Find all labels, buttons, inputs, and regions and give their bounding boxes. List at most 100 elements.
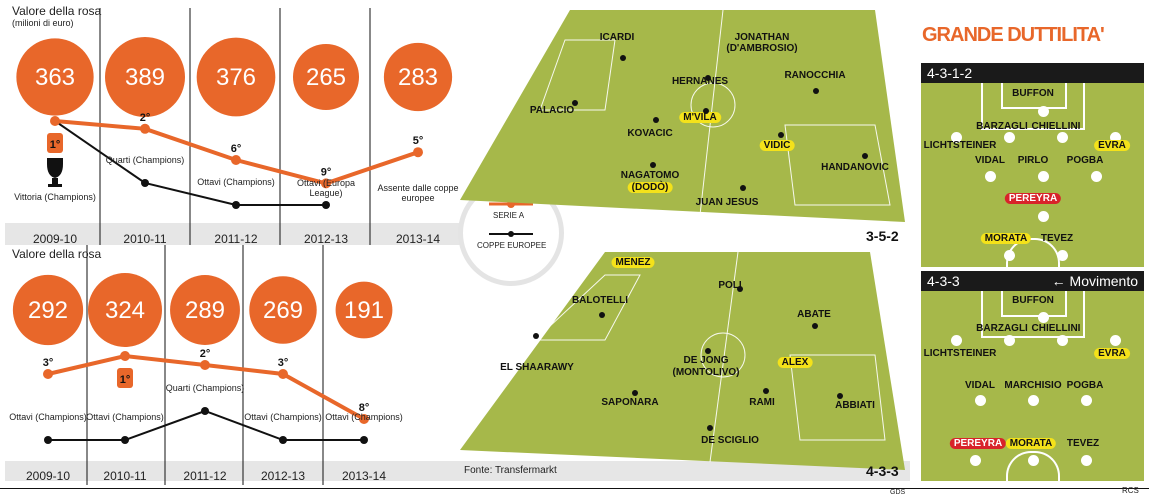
player-label: HANDANOVIC [821, 162, 889, 173]
formation-2: 4-3-3 [927, 273, 960, 289]
year-label: 2013-14 [341, 469, 387, 483]
cups-point [201, 407, 209, 415]
player-dot [813, 88, 819, 94]
serie-a-point [231, 155, 241, 165]
cup-result-label: Assente dalle coppe europee [377, 183, 459, 203]
position-label: 3° [278, 357, 289, 369]
formation-header-1: 4-3-1-2 [921, 63, 1144, 83]
serie-a-point [120, 351, 130, 361]
value-bubble [105, 37, 185, 117]
value-bubble [249, 276, 317, 344]
player-dot [1110, 335, 1121, 346]
year-label: 2010-11 [103, 469, 147, 483]
player-label: KOVACIC [627, 128, 673, 139]
player-label: BUFFON [1012, 295, 1054, 306]
value-bubble [292, 43, 360, 111]
cups-point [44, 436, 52, 444]
player-label: (D'AMBROSIO) [726, 43, 798, 54]
player-label: MENEZ [611, 257, 655, 268]
movement-legend: ← Movimento [1051, 273, 1138, 289]
player-label: SAPONARA [601, 397, 659, 408]
player-dot [778, 132, 784, 138]
year-label: 2012-13 [303, 232, 349, 246]
bubble-label: 283 [398, 64, 438, 91]
trophy-icon [47, 158, 63, 187]
player-dot [1028, 395, 1039, 406]
right-pitch-2 [921, 291, 1144, 481]
player-dot [1038, 171, 1049, 182]
player-label: LICHTSTEINER [923, 140, 997, 151]
year-band-top [5, 223, 460, 245]
position-label: 2° [140, 112, 151, 124]
player-label: JONATHAN [734, 32, 790, 43]
player-dot [620, 55, 626, 61]
player-label: MARCHISIO [1004, 380, 1062, 391]
player-dot [632, 390, 638, 396]
cup-result-label: Ottavi (Champions) [9, 412, 87, 422]
player-label: (MONTOLIVO) [672, 367, 740, 378]
chart-subtitle-top: (milioni di euro) [12, 18, 74, 28]
value-bubble [383, 42, 453, 112]
credit-gds: GDS [890, 489, 906, 496]
player-label: ALEX [777, 357, 813, 368]
player-dot [1038, 106, 1049, 117]
cup-result-label: Ottavi (Champions) [86, 412, 164, 422]
bubble-label: 191 [344, 297, 384, 324]
player-label: POLI [718, 280, 742, 291]
player-label: MORATA [980, 233, 1032, 244]
year-band-bottom [5, 461, 910, 481]
cups-point [322, 201, 330, 209]
player-dot [1004, 250, 1015, 261]
right-title: GRANDE DUTTILITA' [922, 24, 1105, 46]
player-dot [1057, 250, 1068, 261]
player-dot [1028, 455, 1039, 466]
player-dot [1110, 132, 1121, 143]
legend-cups: COPPE EUROPEE [477, 241, 547, 250]
bubble-label: 289 [185, 297, 225, 324]
player-label: VIDAL [975, 155, 1005, 166]
player-dot [705, 348, 711, 354]
player-label: BALOTELLI [571, 295, 629, 306]
player-label: PALACIO [529, 105, 575, 116]
player-dot [970, 455, 981, 466]
position-label: 1° [120, 374, 131, 386]
bubble-label: 363 [35, 64, 75, 91]
player-label: JUAN JESUS [695, 197, 759, 208]
value-bubble [335, 281, 393, 339]
bubble-label: 269 [263, 297, 303, 324]
year-label: 2013-14 [395, 232, 441, 246]
year-label: 2010-11 [123, 232, 167, 246]
value-bubble [12, 274, 84, 346]
player-dot [1004, 132, 1015, 143]
player-label: TEVEZ [1040, 233, 1074, 244]
divider [0, 488, 1149, 489]
chart-title-top: Valore della rosa [12, 4, 102, 18]
player-label: LICHTSTEINER [923, 348, 997, 359]
cup-result-label: Quarti (Champions) [105, 155, 185, 165]
player-dot [1038, 211, 1049, 222]
scudetto-badge [117, 368, 133, 388]
player-dot [763, 388, 769, 394]
player-label: POGBA [1066, 380, 1104, 391]
cup-result-label: Ottavi (Champions) [325, 412, 403, 422]
cups-point [279, 436, 287, 444]
player-label: BUFFON [1012, 88, 1054, 99]
player-dot [707, 425, 713, 431]
player-label: ABBIATI [835, 400, 875, 411]
cup-result-label: Quarti (Champions) [165, 383, 245, 393]
player-dot [837, 393, 843, 399]
value-bubble [16, 38, 94, 116]
source: Fonte: Transfermarkt [464, 465, 557, 476]
year-label: 2011-12 [214, 232, 258, 246]
player-label: NAGATOMO [620, 170, 680, 181]
player-label: PEREYRA [949, 438, 1007, 449]
player-label: RAMI [749, 397, 775, 408]
player-dot [1004, 335, 1015, 346]
formation-top: 3-5-2 [866, 228, 899, 244]
serie-a-point [278, 369, 288, 379]
year-label: 2012-13 [260, 469, 306, 483]
bubble-label: 292 [28, 297, 68, 324]
legend-serie-a: SERIE A [493, 211, 525, 220]
player-dot [703, 108, 709, 114]
player-label: DE JONG [683, 355, 729, 366]
